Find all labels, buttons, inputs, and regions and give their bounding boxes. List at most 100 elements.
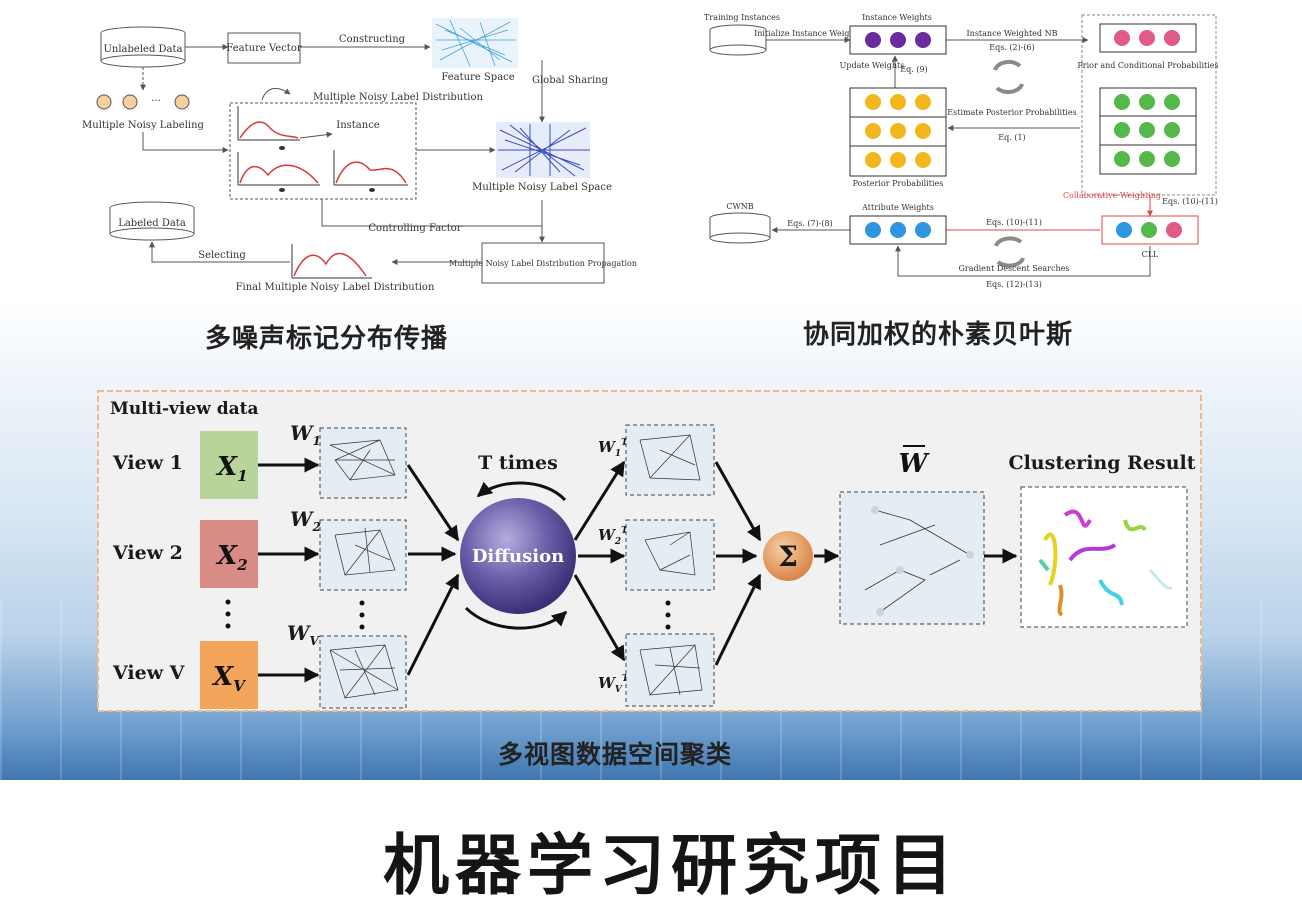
wt1-sup: T xyxy=(621,438,629,448)
multiple-noisy-label-distribution-text: Multiple Noisy Label Distribution xyxy=(313,92,483,103)
wt2-sub: 2 xyxy=(614,537,621,547)
green-dots xyxy=(1114,94,1180,167)
view-v-matrix xyxy=(200,641,258,709)
cycle-icon-2 xyxy=(994,236,1025,268)
w1-sub: 1 xyxy=(312,434,320,448)
unlabeled-data-text: Unlabeled Data xyxy=(103,44,182,55)
w2-sub: 2 xyxy=(311,520,320,534)
pink-dots xyxy=(1114,30,1180,46)
wv-main: W xyxy=(287,621,312,645)
controlling-factor-text: Controlling Factor xyxy=(368,223,461,234)
purple-dots xyxy=(865,32,931,48)
estimate-posterior-text: Estimate Posterior Probabilities xyxy=(947,108,1076,117)
distribution-curves xyxy=(237,106,408,192)
w2-graph xyxy=(319,519,407,591)
attribute-weights-text: Attribute Weights xyxy=(861,203,934,212)
final-distribution-curve xyxy=(291,244,372,279)
view-2-matrix xyxy=(200,520,258,588)
feature-vector-box xyxy=(227,32,301,64)
x2-sub: 2 xyxy=(236,556,247,574)
xv-main: X xyxy=(211,662,235,692)
instance-weights-text: Instance Weights xyxy=(862,13,932,22)
wt1-graph xyxy=(625,424,715,496)
labeled-data-cylinder: Labeled Data xyxy=(109,201,195,241)
w-bar-graph xyxy=(839,491,985,625)
constructing-text: Constructing xyxy=(339,34,406,45)
svg-text:W2T: W2T xyxy=(598,526,629,547)
multi-view-data-text: Multi-view data xyxy=(110,399,258,419)
multi-view-clustering-diagram: Multi-view data View 1 View 2 View V X1 … xyxy=(97,390,1202,712)
sum-node xyxy=(763,531,813,581)
labeled-data-text: Labeled Data xyxy=(118,218,186,229)
final-distribution-text: Final Multiple Noisy Label Distribution xyxy=(236,282,435,293)
update-weights-text: Update Weights xyxy=(840,61,905,70)
caption-multi-view-clustering: 多视图数据空间聚类 xyxy=(498,740,733,769)
cll-dots xyxy=(1116,222,1182,238)
svg-text:W2: W2 xyxy=(290,507,321,534)
svg-text:···: ··· xyxy=(151,96,161,107)
eq-9-text: Eq. (9) xyxy=(900,65,927,74)
wtv-graph xyxy=(625,633,715,707)
propagation-box xyxy=(481,242,605,284)
initialize-weights-text: Initialize Instance Weights xyxy=(754,29,862,38)
vertical-dots-mid xyxy=(359,600,365,630)
feature-space-text: Feature Space xyxy=(441,72,514,83)
svg-text:W1: W1 xyxy=(290,421,321,448)
feature-vector-text: Feature Vector xyxy=(226,43,301,54)
wt1-main: W xyxy=(598,438,617,456)
propagation-text: Multiple Noisy Label Distribution Propag… xyxy=(449,259,637,268)
wt1-sub: 1 xyxy=(615,449,621,459)
global-sharing-text: Global Sharing xyxy=(532,75,609,86)
wt2-graph xyxy=(625,519,715,591)
x2-main: X xyxy=(215,541,239,571)
diffusion-sphere xyxy=(460,498,576,614)
view-1-label: View 1 xyxy=(112,452,183,474)
cwnb-text: CWNB xyxy=(726,202,753,211)
wv-sub: V xyxy=(309,634,320,648)
page-title: 机器学习研究项目 xyxy=(383,827,959,904)
multiple-noisy-label-space-text: Multiple Noisy Label Space xyxy=(472,182,612,193)
eq-7-8-text: Eqs. (7)-(8) xyxy=(787,219,833,228)
svg-text:X2: X2 xyxy=(215,541,248,574)
w1-main: W xyxy=(290,421,315,445)
instance-weighted-nb-text: Instance Weighted NB xyxy=(967,29,1058,38)
multiple-noisy-labeling-text: Multiple Noisy Labeling xyxy=(82,120,204,131)
view-1-matrix xyxy=(200,431,258,499)
w-bar-text: W xyxy=(898,449,930,479)
clustering-result-text: Clustering Result xyxy=(1008,452,1195,474)
clustering-result-plot xyxy=(1020,486,1188,628)
label-propagation-diagram: Unlabeled Data Feature Vector Constructi… xyxy=(82,18,637,293)
noisy-label-distribution-box xyxy=(229,102,417,200)
cwnb-cylinder xyxy=(709,212,771,244)
diffusion-text: Diffusion xyxy=(472,546,564,567)
wt2-sup: T xyxy=(621,526,629,536)
selecting-text: Selecting xyxy=(198,250,246,261)
collaborative-weighting-text: Collaborative Weighting xyxy=(1063,191,1161,200)
x1-sub: 1 xyxy=(237,467,247,485)
sum-symbol: Σ xyxy=(778,540,798,573)
svg-text:X1: X1 xyxy=(215,452,248,485)
t-times-text: T times xyxy=(478,452,558,474)
x1-main: X xyxy=(215,452,239,482)
view-v-label: View V xyxy=(112,662,186,684)
wt2-main: W xyxy=(598,526,617,544)
unlabeled-data-cylinder: Unlabeled Data xyxy=(100,26,186,68)
w1-graph xyxy=(319,427,407,499)
svg-text:W1T: W1T xyxy=(598,438,629,459)
feature-space-graph xyxy=(432,18,518,68)
posterior-probabilities-text: Posterior Probabilities xyxy=(853,179,944,188)
training-instances-cylinder xyxy=(709,24,767,56)
blue-dots xyxy=(865,222,931,238)
w2-main: W xyxy=(290,507,315,531)
cycle-icon xyxy=(993,59,1024,95)
xv-sub: V xyxy=(233,677,246,695)
view-2-label: View 2 xyxy=(112,542,183,564)
prior-conditional-text: Prior and Conditional Probabilities xyxy=(1077,61,1218,70)
annotator-icons: ··· xyxy=(96,94,190,110)
eq-12-13-text: Eqs. (12)-(13) xyxy=(986,280,1042,289)
eq-10-11-right-text: Eqs. (10)-(11) xyxy=(1162,197,1218,206)
naive-bayes-diagram: Training Instances Initialize Instance W… xyxy=(704,13,1219,289)
vertical-dots-left xyxy=(225,599,231,629)
svg-text:WV: WV xyxy=(287,621,320,648)
